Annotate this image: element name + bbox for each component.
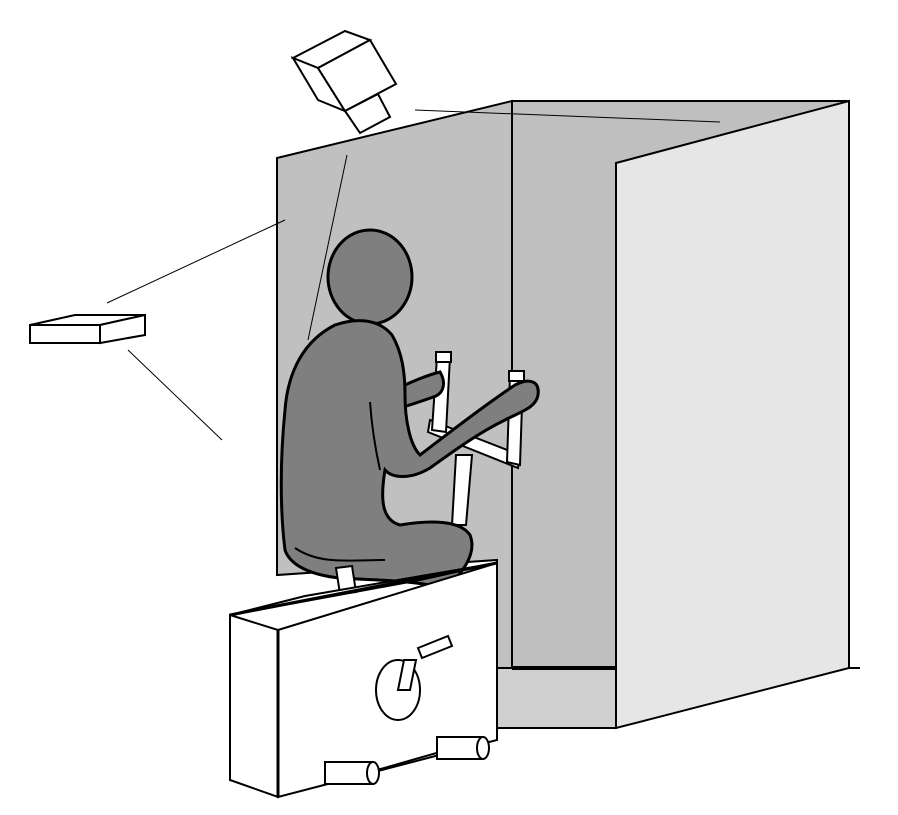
camera-view-ray-2 <box>307 154 348 341</box>
bike-base-rod <box>369 751 441 773</box>
sensor-view-ray-2 <box>127 349 223 441</box>
bike-pedal <box>416 634 454 660</box>
bike-handlebar-right-grip <box>508 370 525 382</box>
person-head <box>326 228 414 326</box>
bike-housing-top-edge <box>229 561 498 617</box>
camera-view-ray-1 <box>414 109 721 123</box>
sensor-box-icon <box>29 219 286 441</box>
sensor-view-ray-1 <box>106 219 286 304</box>
camera-icon <box>290 29 721 341</box>
sensor-box-front <box>29 324 101 344</box>
camera-body-side <box>316 38 398 113</box>
bike-roller-right <box>436 736 490 760</box>
person-far-arm <box>393 370 445 410</box>
bike-roller-left <box>324 761 380 785</box>
booth-front-panel <box>615 99 850 730</box>
sensor-box-side <box>99 313 146 345</box>
bike-crank <box>396 659 418 691</box>
person-hip-contour <box>294 547 386 562</box>
bike-housing-front <box>229 613 279 799</box>
bike-handlebar-left-grip <box>435 351 452 363</box>
bike-housing <box>229 561 498 799</box>
camera-lens <box>343 92 392 135</box>
booth-floor <box>496 667 617 729</box>
person-arm-contour <box>369 401 381 471</box>
bike-handlebar-post <box>450 454 474 526</box>
